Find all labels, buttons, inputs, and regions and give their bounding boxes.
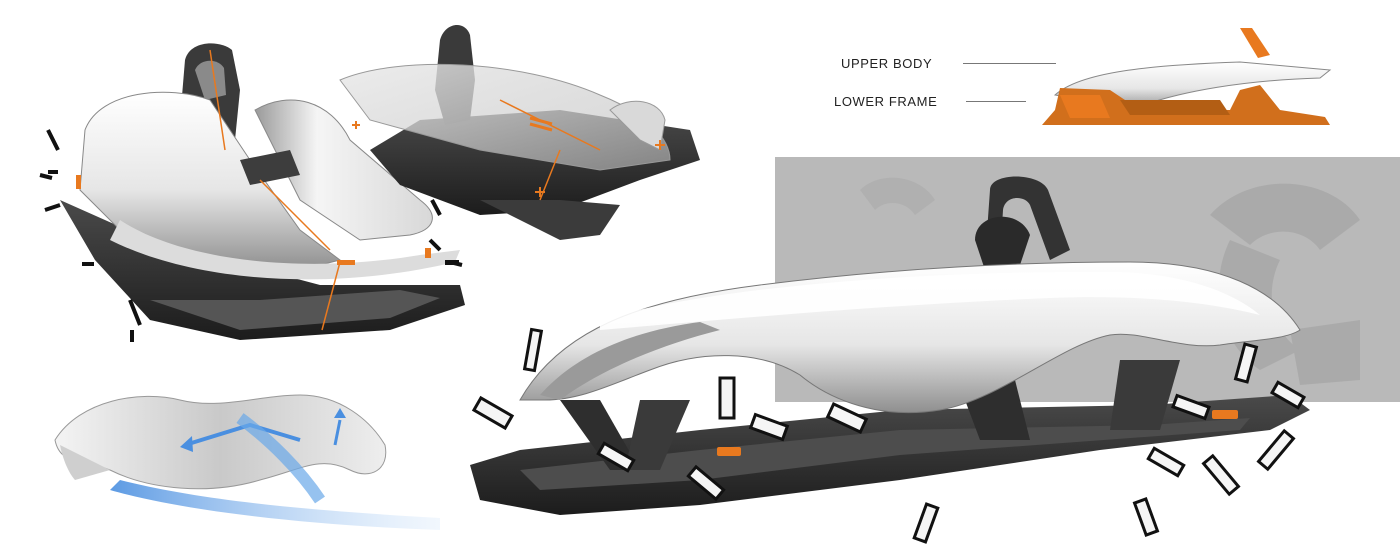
- kart-hero-view: [470, 176, 1310, 544]
- exploded-diagram: [1042, 28, 1332, 125]
- kart-transparent-view: [339, 24, 700, 240]
- lower-frame-label: LOWER FRAME: [834, 94, 938, 109]
- lower-frame-leader-line: [966, 101, 1026, 102]
- upper-body-label: UPPER BODY: [841, 56, 933, 71]
- airflow-sketch: [54, 394, 440, 530]
- upper-body-leader-line: [963, 63, 1056, 64]
- motion-marks: [48, 170, 459, 342]
- kart-front-view: [39, 43, 465, 340]
